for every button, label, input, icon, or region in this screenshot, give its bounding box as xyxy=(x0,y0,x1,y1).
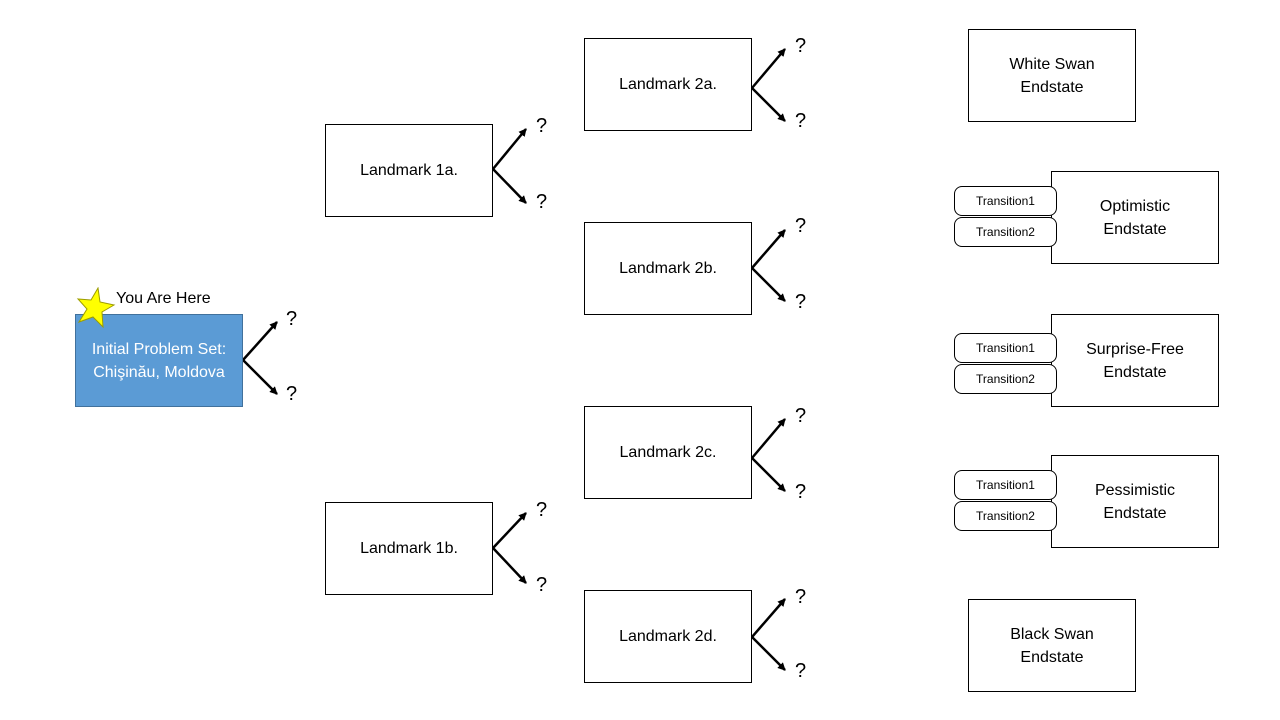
branch-question-mark: ? xyxy=(795,586,807,608)
branch-question-mark: ? xyxy=(536,115,548,137)
you-are-here-label: You Are Here xyxy=(116,290,211,307)
landmark-1b-box: Landmark 1b. xyxy=(325,502,493,595)
branch-arrow xyxy=(751,636,786,671)
transition-1-box: Transition1 xyxy=(954,470,1057,500)
pessimistic-endstate-box: Pessimistic Endstate xyxy=(1051,455,1219,548)
landmark-2d-box: Landmark 2d. xyxy=(584,590,752,683)
transition-2-box: Transition2 xyxy=(954,217,1057,247)
branch-arrow xyxy=(492,128,527,170)
black-swan-endstate-box: Black Swan Endstate xyxy=(968,599,1136,692)
branch-question-mark: ? xyxy=(795,405,807,427)
star-icon xyxy=(76,287,116,329)
branch-question-mark: ? xyxy=(536,191,548,213)
optimistic-endstate-box: Optimistic Endstate xyxy=(1051,171,1219,264)
branch-question-mark: ? xyxy=(795,481,807,503)
branch-arrow xyxy=(751,229,786,269)
branch-question-mark: ? xyxy=(536,574,548,596)
landmark-2c-box: Landmark 2c. xyxy=(584,406,752,499)
landmark-2b-box: Landmark 2b. xyxy=(584,222,752,315)
branch-arrow xyxy=(492,168,527,204)
branch-question-mark: ? xyxy=(795,291,807,313)
surprise-free-endstate-box: Surprise-Free Endstate xyxy=(1051,314,1219,407)
branch-question-mark: ? xyxy=(795,660,807,682)
branch-arrow xyxy=(751,267,786,302)
branch-question-mark: ? xyxy=(795,215,807,237)
white-swan-endstate-box: White Swan Endstate xyxy=(968,29,1136,122)
transition-2-box: Transition2 xyxy=(954,364,1057,394)
branch-arrow xyxy=(242,321,278,361)
branch-question-mark: ? xyxy=(286,308,298,330)
transition-1-box: Transition1 xyxy=(954,333,1057,363)
branch-arrow xyxy=(751,87,786,122)
landmark-1a-box: Landmark 1a. xyxy=(325,124,493,217)
transition-1-box: Transition1 xyxy=(954,186,1057,216)
branch-arrow xyxy=(751,598,786,638)
transition-2-box: Transition2 xyxy=(954,501,1057,531)
branch-question-mark: ? xyxy=(795,110,807,132)
branch-arrow xyxy=(751,457,786,492)
branch-arrow xyxy=(751,418,786,459)
branch-question-mark: ? xyxy=(536,499,548,521)
branch-arrow xyxy=(751,48,786,89)
branch-arrow xyxy=(242,359,278,395)
landmark-2a-box: Landmark 2a. xyxy=(584,38,752,131)
branch-arrow xyxy=(492,512,527,549)
branch-question-mark: ? xyxy=(795,35,807,57)
branch-question-mark: ? xyxy=(286,383,298,405)
branch-arrow xyxy=(492,547,527,584)
initial-problem-box: Initial Problem Set: Chişinău, Moldova xyxy=(75,314,243,407)
